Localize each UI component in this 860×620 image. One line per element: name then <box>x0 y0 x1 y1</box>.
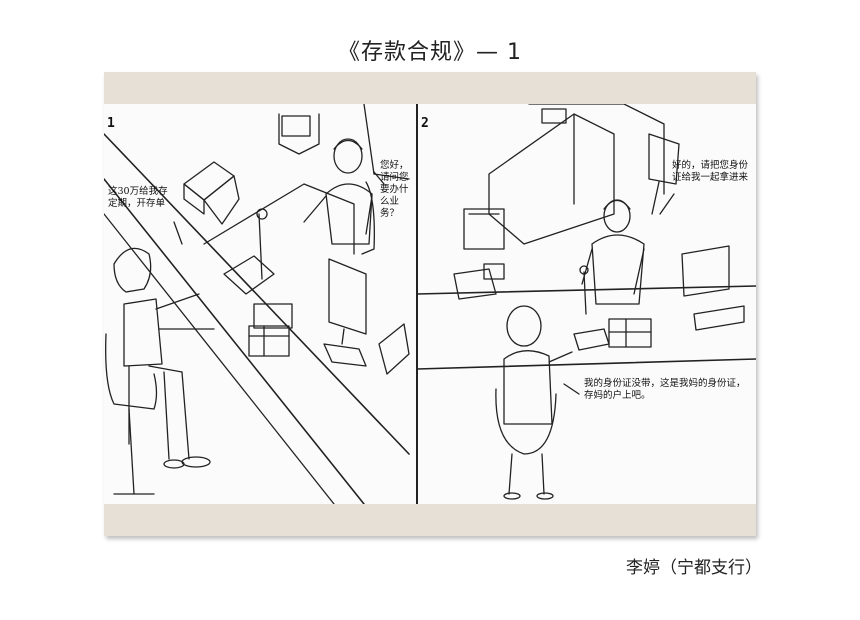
panel-2-customer-speech: 我的身份证没带，这是我妈的身份证，存妈的户上吧。 <box>584 378 746 401</box>
comic-frame: 1 2 这30万给我存定期，开存单 您好，请问您要办什么业务？ 好的，请把您身份… <box>104 72 756 536</box>
panel-1-number: 1 <box>107 116 115 131</box>
panel-2-teller-speech: 好的，请把您身份证给我一起拿进来 <box>672 160 749 183</box>
author-credit: 李婷（宁都支行） <box>626 558 762 578</box>
comic-drawing <box>104 104 756 504</box>
panel-1-teller-speech: 您好，请问您要办什么业务？ <box>380 160 409 219</box>
comic-sheet: 1 2 这30万给我存定期，开存单 您好，请问您要办什么业务？ 好的，请把您身份… <box>104 104 756 504</box>
page-title: 《存款合规》— 1 <box>338 40 522 65</box>
panel-2-number: 2 <box>421 116 429 131</box>
panel-1-customer-speech: 这30万给我存定期，开存单 <box>108 186 168 209</box>
